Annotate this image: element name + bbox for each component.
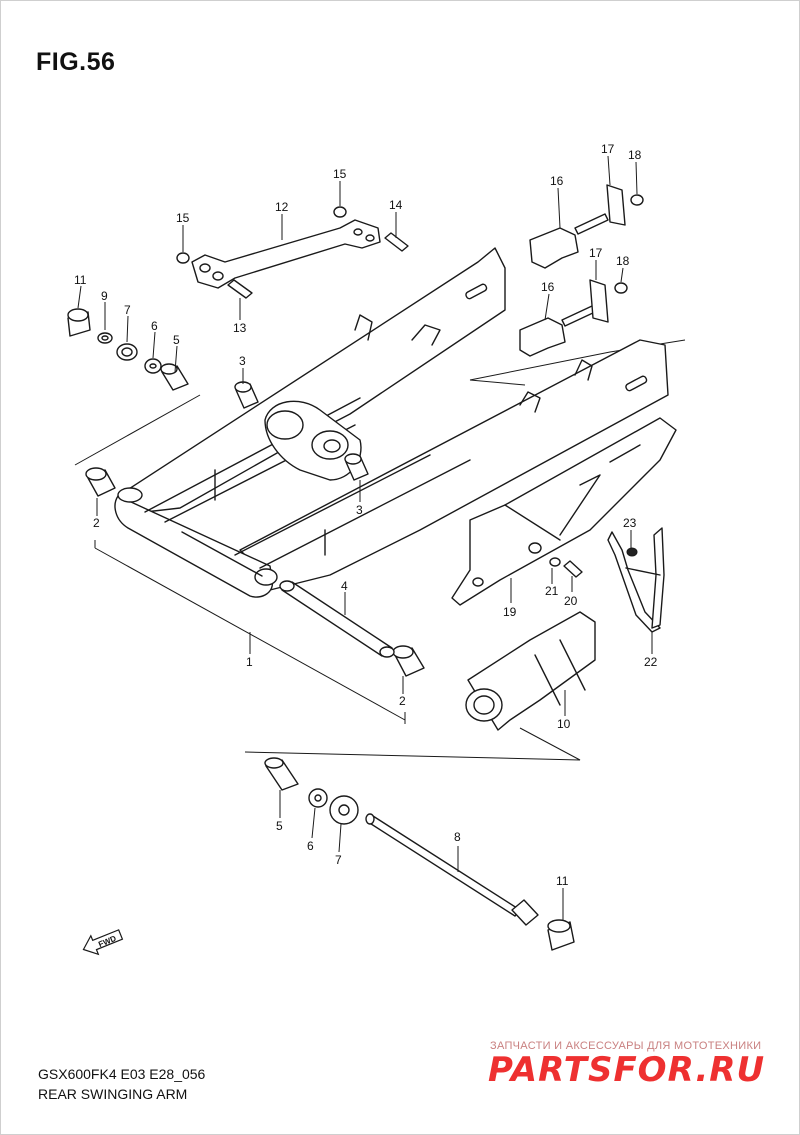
callout-6: 6 — [307, 839, 314, 853]
part-21-washer — [549, 557, 561, 567]
callout-22: 22 — [644, 655, 658, 669]
part-18-nut-upper — [630, 194, 644, 206]
callout-19: 19 — [503, 605, 517, 619]
watermark-logo: PARTSFOR.RU — [488, 1050, 766, 1090]
callout-15: 15 — [176, 211, 190, 225]
part-6-washer-lower — [308, 788, 328, 808]
part-16-chain-adjuster-lower — [519, 305, 596, 357]
callout-10: 10 — [557, 717, 571, 731]
part-5-collar-upper — [160, 363, 189, 391]
part-2-bushing-lower — [392, 645, 425, 677]
callout-11: 11 — [74, 273, 87, 287]
part-18-nut-lower — [614, 282, 628, 294]
part-11-ring-upper — [67, 308, 91, 337]
part-23-bolt — [626, 547, 638, 557]
callout-6: 6 — [151, 319, 158, 333]
callout-numbers: 11 9 7 6 5 15 12 15 14 13 3 3 2 2 4 1 16… — [74, 142, 658, 888]
callout-7: 7 — [124, 303, 131, 317]
part-15-nut-right — [333, 206, 347, 218]
callout-15: 15 — [333, 167, 347, 181]
callout-21: 21 — [545, 584, 559, 598]
part-16-chain-adjuster-upper — [529, 213, 609, 269]
watermark-tagline: ЗАПЧАСТИ И АКСЕССУАРЫ ДЛЯ МОТОТЕХНИКИ — [490, 1040, 762, 1052]
callout-16: 16 — [550, 174, 564, 188]
part-7-washer-upper — [116, 343, 138, 361]
part-20-bolt — [563, 560, 583, 578]
callout-9: 9 — [101, 289, 108, 303]
diagram-caption: REAR SWINGING ARM — [38, 1086, 188, 1102]
callout-20: 20 — [564, 594, 578, 608]
forward-arrow-icon: FWD — [82, 929, 124, 956]
callout-17: 17 — [601, 142, 615, 156]
part-15-nut-left — [176, 252, 190, 264]
callout-2: 2 — [93, 516, 100, 530]
callout-3: 3 — [239, 354, 246, 368]
part-19-chain-cover — [451, 417, 677, 606]
model-code: GSX600FK4 E03 E28_056 — [38, 1066, 206, 1082]
part-11-ring-lower — [547, 919, 575, 951]
part-3-bushing-upper — [234, 381, 259, 409]
part-7-washer-lower — [329, 795, 359, 825]
part-10-chain-guide — [465, 611, 596, 731]
callout-12: 12 — [275, 200, 289, 214]
callout-23: 23 — [623, 516, 637, 530]
callout-16: 16 — [541, 280, 555, 294]
swing-arm — [114, 247, 669, 598]
callout-11: 11 — [556, 874, 569, 888]
part-2-bushing-upper — [85, 467, 116, 497]
callout-1: 1 — [246, 655, 253, 669]
part-12-torque-link — [191, 219, 381, 289]
callout-3: 3 — [356, 503, 363, 517]
part-3-bushing-lower — [344, 453, 369, 481]
part-14-bolt — [384, 232, 409, 252]
part-17-adjuster-plate-lower — [589, 279, 609, 323]
part-6-washer-upper — [144, 358, 162, 374]
forward-arrow-label: FWD — [97, 934, 117, 949]
callout-8: 8 — [454, 830, 461, 844]
figure-title: FIG.56 — [36, 48, 116, 76]
callout-2: 2 — [399, 694, 406, 708]
part-13-bolt — [227, 279, 253, 299]
part-17-adjuster-plate-upper — [606, 184, 626, 226]
callout-18: 18 — [628, 148, 642, 162]
callout-14: 14 — [389, 198, 403, 212]
callout-4: 4 — [341, 579, 348, 593]
callout-18: 18 — [616, 254, 630, 268]
callout-17: 17 — [589, 246, 603, 260]
part-4-spacer-tube — [279, 580, 395, 658]
part-8-pivot-shaft — [365, 813, 539, 926]
callout-13: 13 — [233, 321, 247, 335]
callout-5: 5 — [276, 819, 283, 833]
part-9-nut — [97, 332, 113, 344]
callout-5: 5 — [173, 333, 180, 347]
callout-leaders — [77, 155, 653, 920]
part-22-bracket — [607, 527, 665, 633]
callout-7: 7 — [335, 853, 342, 867]
part-5-collar-lower — [264, 757, 299, 791]
